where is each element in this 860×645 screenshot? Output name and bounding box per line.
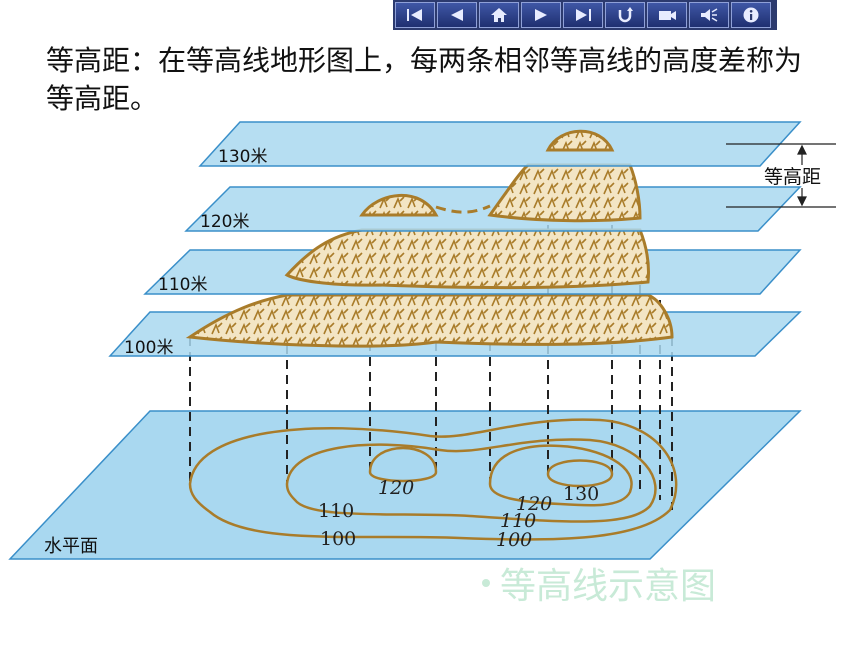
sound-button[interactable]	[689, 2, 729, 28]
interval-indicator	[726, 143, 836, 208]
contour-label: 120	[516, 493, 552, 515]
terrain-peak-120	[359, 193, 439, 217]
contour-label: 120	[378, 477, 414, 499]
plane-label-120: 120米	[200, 212, 249, 232]
first-button[interactable]	[395, 2, 435, 28]
prev-button[interactable]	[437, 2, 477, 28]
next-icon	[535, 9, 547, 21]
home-icon	[491, 8, 507, 22]
info-button[interactable]	[731, 2, 771, 28]
contour-label: 110	[318, 500, 354, 522]
contour-120-left	[368, 446, 438, 483]
terrain-band-100	[185, 293, 674, 348]
contour-label: 130	[563, 483, 599, 505]
plane-label-110: 110米	[158, 275, 207, 295]
return-icon	[618, 7, 633, 23]
bullet-dot	[482, 579, 490, 587]
info-icon	[743, 7, 759, 23]
terrain-band-110	[284, 228, 650, 290]
contour-100	[188, 418, 678, 541]
next-button[interactable]	[521, 2, 561, 28]
last-icon	[576, 9, 591, 21]
definition-text: 等高距：在等高线地形图上，每两条相邻等高线的高度差称为等高距。	[46, 44, 803, 115]
contour-label: 100	[496, 529, 532, 551]
contour-lines	[188, 418, 678, 541]
plane-label-100: 100米	[124, 338, 173, 358]
contour-label: 110	[500, 510, 536, 532]
contour-120-right	[488, 444, 633, 507]
return-button[interactable]	[605, 2, 645, 28]
contour-label: 100	[320, 528, 356, 550]
nav-toolbar	[393, 0, 777, 30]
first-icon	[407, 9, 422, 21]
contour-label-group: 120 110 100 120 130 110 100	[318, 477, 599, 551]
video-icon	[659, 11, 676, 20]
home-button[interactable]	[479, 2, 519, 28]
contour-110	[285, 438, 657, 523]
video-button[interactable]	[647, 2, 687, 28]
sound-icon	[701, 8, 718, 22]
plane-130	[198, 121, 802, 167]
terrain-summit	[545, 129, 615, 152]
interval-label: 等高距	[764, 166, 821, 188]
last-button[interactable]	[563, 2, 603, 28]
caption-text: 等高线示意图	[500, 566, 717, 607]
figure-caption: 等高线示意图	[482, 557, 716, 609]
plane-label-130: 130米	[218, 147, 267, 167]
terrain-band-120	[487, 163, 642, 223]
prev-icon	[451, 9, 463, 21]
base-plane-label: 水平面	[44, 536, 98, 557]
ridge-dash	[435, 204, 491, 214]
contour-130	[546, 459, 614, 488]
